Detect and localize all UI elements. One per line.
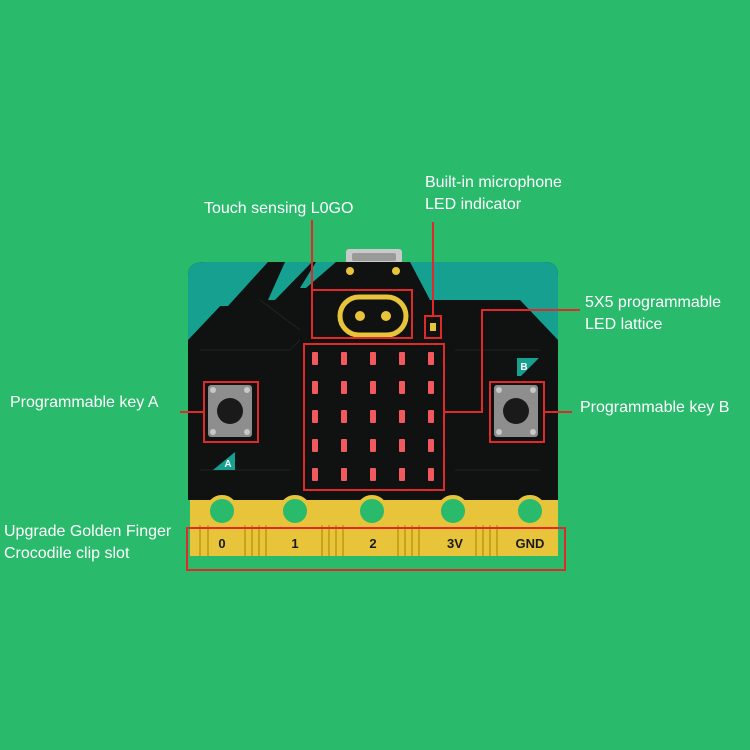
button-a[interactable] [208,385,252,437]
led [428,352,434,365]
led [312,352,318,365]
golden-finger-label-line2: Crocodile clip slot [4,545,130,562]
touch-logo [337,294,409,338]
led [341,439,347,452]
button-b[interactable] [494,385,538,437]
led [341,381,347,394]
led-lattice-label-line2: LED lattice [585,316,663,333]
led [370,439,376,452]
led [370,381,376,394]
golden-finger-label-line1: Upgrade Golden Finger [4,523,172,540]
teal-stripes [188,262,558,340]
pin-label-2: 2 [369,536,376,551]
led-lattice-label-line1: 5X5 programmable [585,294,722,311]
pin-label-0: 0 [218,536,225,551]
led [428,410,434,423]
led [370,352,376,365]
led [312,468,318,481]
led [399,381,405,394]
led [341,468,347,481]
led [312,410,318,423]
microphone-led [430,323,436,331]
pin-label-3v: 3V [447,536,463,551]
led-matrix-callout [303,343,445,491]
led [399,410,405,423]
touch-logo-label: Touch sensing L0GO [204,200,354,217]
key-a-label: Programmable key A [10,394,159,411]
led-matrix [312,352,434,481]
led [312,381,318,394]
led [341,410,347,423]
pin-label-1: 1 [291,536,298,551]
key-b-label: Programmable key B [580,399,730,416]
led [399,352,405,365]
callouts [180,220,580,571]
golden-finger-callout [186,527,566,571]
led [428,468,434,481]
led [399,439,405,452]
led [428,381,434,394]
led [370,410,376,423]
led [341,352,347,365]
svg-text:B: B [520,362,527,373]
microphone-label-line1: Built-in microphone [425,174,562,191]
microphone-label-line2: LED indicator [425,196,522,213]
pin-label-gnd: GND [516,536,545,551]
led [370,468,376,481]
led [428,439,434,452]
touch-logo-callout [311,289,413,339]
led [399,468,405,481]
button-a-badge [213,452,235,470]
led [312,439,318,452]
svg-text:A: A [224,459,231,470]
